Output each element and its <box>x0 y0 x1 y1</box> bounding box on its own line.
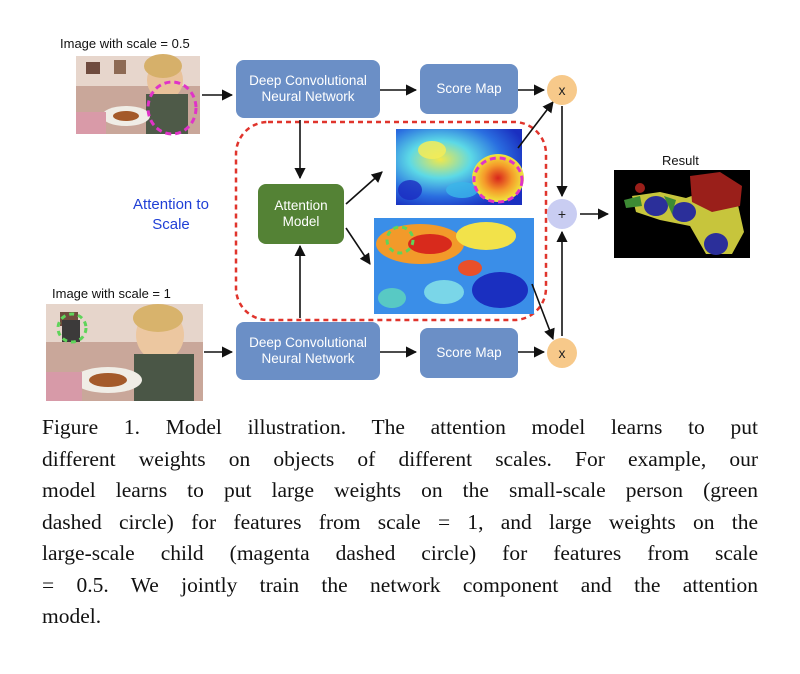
heatmap-bottom-icon <box>374 218 534 314</box>
attention-model-line1: Attention <box>274 198 328 213</box>
figure-caption: Figure 1. Model illustration. The attent… <box>42 412 758 633</box>
caption-line: large-scale child (magenta dashed circle… <box>42 541 758 565</box>
image-small-label: Image with scale = 0.5 <box>60 36 190 51</box>
multiply-top-node: x <box>547 75 577 105</box>
cnn-top-line2: Neural Network <box>261 89 355 104</box>
caption-line: Figure 1. Model illustration. The attent… <box>42 415 758 439</box>
heatmap-top-icon <box>396 129 524 205</box>
cnn-top-line1: Deep Convolutional <box>249 73 367 88</box>
result-map-icon <box>614 170 750 258</box>
score-map-bottom-box: Score Map <box>420 328 518 378</box>
cnn-bottom-line2: Neural Network <box>261 351 355 366</box>
caption-line: dashed circle) for features from scale =… <box>42 509 758 534</box>
attention-region <box>234 120 548 322</box>
sum-node: + <box>547 199 577 229</box>
attention-to-scale-label: Attention to Scale <box>118 195 224 235</box>
model-figure: Image with scale = 0.5 Image with scale … <box>46 36 750 401</box>
caption-line: = 0.5. We jointly train the network comp… <box>42 572 758 597</box>
flow-arrows <box>202 84 610 358</box>
caption-line: model. <box>42 604 102 628</box>
attention-label-line2: Scale <box>152 216 190 233</box>
score-map-top-box: Score Map <box>420 64 518 114</box>
multiply-bottom-node: x <box>547 338 577 368</box>
figure-graphics <box>46 54 750 401</box>
result-label: Result <box>662 153 699 168</box>
image-large-label: Image with scale = 1 <box>52 286 171 301</box>
cnn-bottom-line1: Deep Convolutional <box>249 335 367 350</box>
caption-line: model learns to put large weights on the… <box>42 478 758 502</box>
attention-label-line1: Attention to <box>133 196 209 213</box>
attention-model-line2: Model <box>282 214 320 229</box>
photo-large-icon <box>46 304 203 401</box>
caption-line: different weights on objects of differen… <box>42 446 758 471</box>
photo-small-icon <box>76 54 200 136</box>
